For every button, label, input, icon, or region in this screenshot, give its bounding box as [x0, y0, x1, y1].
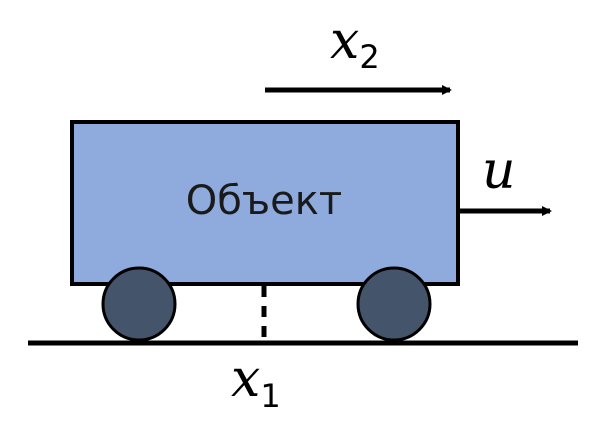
x2-subscript: 2	[359, 38, 379, 76]
right-wheel	[356, 266, 432, 342]
u-label: u	[482, 141, 516, 201]
x1-subscript: 1	[260, 377, 280, 415]
x2-symbol: x	[330, 11, 359, 71]
x1-symbol: x	[231, 349, 260, 409]
left-wheel	[101, 266, 177, 342]
object-label: Объект	[186, 178, 342, 224]
x1-label: x1	[231, 349, 281, 415]
object-body	[70, 120, 460, 286]
x2-label: x2	[330, 11, 380, 76]
